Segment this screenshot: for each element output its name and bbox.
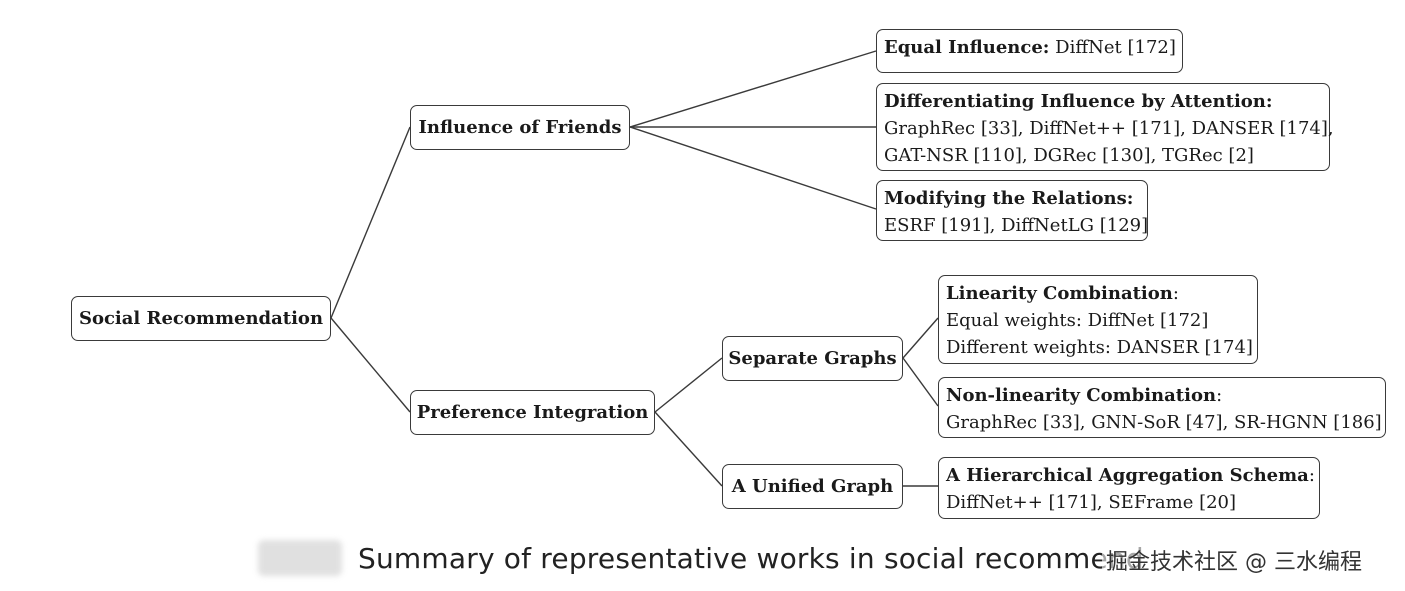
node-influence-of-friends: Influence of Friends — [410, 105, 630, 150]
leaf-works-line-1: GraphRec [33], DiffNet++ [171], DANSER [… — [884, 118, 1334, 139]
edge-preference-unified — [654, 411, 723, 487]
leaf-works-line-2: Different weights: DANSER [174] — [946, 337, 1253, 358]
edge-preference-separate — [654, 357, 723, 413]
node-separate-graphs: Separate Graphs — [722, 336, 903, 381]
leaf-non-linearity-combination: Non-linearity Combination: GraphRec [33]… — [938, 377, 1386, 438]
node-label: A Unified Graph — [731, 476, 894, 497]
node-label: Separate Graphs — [728, 348, 897, 369]
leaf-hierarchical-aggregation: A Hierarchical Aggregation Schema: DiffN… — [938, 457, 1320, 519]
node-label: Influence of Friends — [418, 117, 622, 138]
leaf-works-line-1: Equal weights: DiffNet [172] — [946, 310, 1209, 331]
edge-root-friends — [330, 126, 411, 319]
leaf-title: Differentiating Influence by Attention: — [884, 91, 1273, 112]
leaf-works-line-1: ESRF [191], DiffNetLG [129] — [884, 215, 1149, 236]
edge-friends-equal — [629, 50, 877, 128]
node-label: Social Recommendation — [78, 308, 324, 329]
leaf-differentiating-attention: Differentiating Influence by Attention: … — [876, 83, 1334, 171]
leaf-title: Modifying the Relations: — [884, 188, 1134, 209]
edge-root-preference — [330, 317, 411, 413]
leaf-equal-influence: Equal Influence: DiffNet [172] — [876, 29, 1183, 73]
watermark: 掘金技术社区 @ 三水编程 — [1102, 542, 1366, 578]
edge-friends-modifying — [629, 126, 877, 210]
leaf-modifying-relations: Modifying the Relations: ESRF [191], Dif… — [876, 180, 1148, 241]
leaf-works: DiffNet [172] — [1049, 37, 1176, 58]
edge-separate-nonlinearity — [902, 357, 939, 407]
leaf-title: Non-linearity Combination: — [946, 385, 1223, 406]
caption-text: Summary of representative works in socia… — [358, 541, 1144, 575]
node-preference-integration: Preference Integration — [410, 390, 655, 435]
leaf-works-line-2: GAT-NSR [110], DGRec [130], TGRec [2] — [884, 145, 1254, 166]
node-social-recommendation: Social Recommendation — [71, 296, 331, 341]
leaf-works-line-1: GraphRec [33], GNN-SoR [47], SR-HGNN [18… — [946, 412, 1382, 433]
node-label: Preference Integration — [416, 402, 649, 423]
leaf-title: A Hierarchical Aggregation Schema: — [946, 465, 1315, 486]
edge-separate-linearity — [902, 317, 939, 359]
leaf-title: Linearity Combination: — [946, 283, 1179, 304]
node-unified-graph: A Unified Graph — [722, 464, 903, 509]
blurred-figure-label — [258, 540, 342, 576]
figure-caption: Summary of representative works in socia… — [258, 536, 1144, 580]
leaf-linearity-combination: Linearity Combination: Equal weights: Di… — [938, 275, 1258, 364]
leaf-title: Equal Influence: — [884, 37, 1050, 58]
leaf-works-line-1: DiffNet++ [171], SEFrame [20] — [946, 492, 1237, 513]
leaf-line: Equal Influence: DiffNet [172] — [884, 34, 1176, 61]
